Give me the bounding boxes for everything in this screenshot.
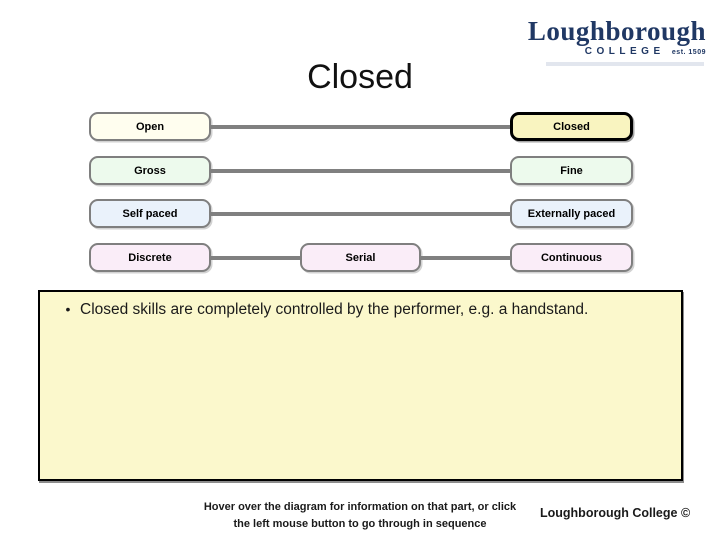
logo-est-text: est. 1509: [671, 49, 706, 56]
node-continuous[interactable]: Continuous: [510, 243, 633, 272]
node-closed[interactable]: Closed: [510, 112, 633, 141]
node-serial[interactable]: Serial: [300, 243, 421, 272]
instruction-line-1: Hover over the diagram for information o…: [203, 501, 517, 513]
definition-bullet-line: • Closed skills are completely controlle…: [56, 301, 665, 319]
copyright-text: Loughborough College ©: [540, 506, 691, 520]
node-self-paced[interactable]: Self paced: [89, 199, 211, 228]
page-title: Closed: [307, 58, 413, 96]
logo-wordmark: Loughborough: [527, 16, 706, 46]
bullet-marker: •: [65, 301, 71, 317]
connector-open-closed: [209, 125, 512, 129]
node-discrete[interactable]: Discrete: [89, 243, 211, 272]
logo-college-line: COLLEGE est. 1509: [496, 47, 706, 57]
connector-discrete-serial: [209, 256, 302, 260]
node-fine[interactable]: Fine: [510, 156, 633, 185]
logo-college-text: COLLEGE: [584, 46, 665, 57]
instruction-text: Hover over the diagram for information o…: [0, 499, 720, 533]
node-externally-paced[interactable]: Externally paced: [510, 199, 633, 228]
loughborough-logo: Loughborough COLLEGE est. 1509: [496, 18, 706, 66]
connector-gross-fine: [209, 169, 512, 173]
connector-self-externally: [209, 212, 512, 216]
node-open[interactable]: Open: [89, 112, 211, 141]
node-gross[interactable]: Gross: [89, 156, 211, 185]
instruction-line-2: the left mouse button to go through in s…: [233, 518, 487, 531]
logo-underline-bar: [546, 62, 704, 66]
definition-text: Closed skills are completely controlled …: [80, 301, 589, 318]
definition-callout: • Closed skills are completely controlle…: [38, 290, 683, 481]
connector-serial-continuous: [419, 256, 512, 260]
